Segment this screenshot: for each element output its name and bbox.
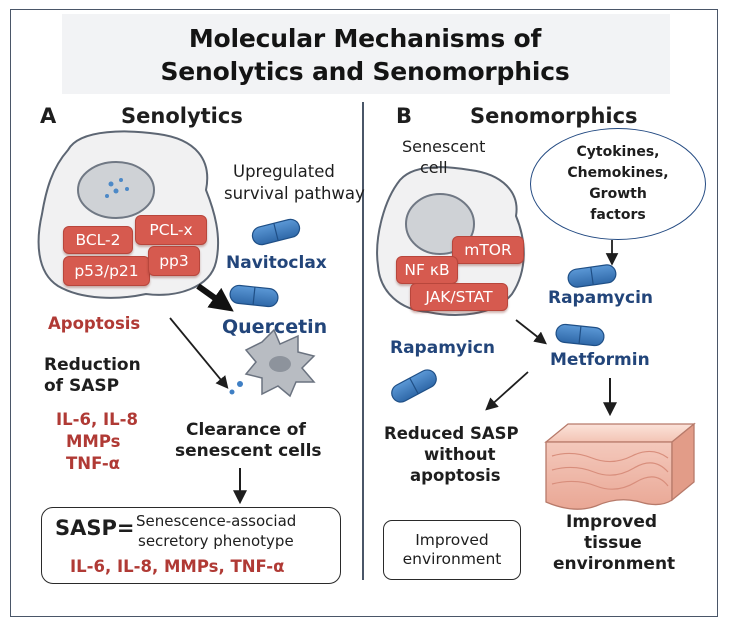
- senescent-label: Senescent: [402, 137, 486, 156]
- title-line-1: Molecular Mechanisms of: [188, 24, 542, 53]
- apoptosis-b-label: apoptosis: [410, 466, 501, 485]
- env-line1: Improved: [415, 531, 489, 549]
- drug-rapamyicn: Rapamyicn: [390, 338, 496, 358]
- arrow-cell-to-metformin: [515, 319, 547, 345]
- tissue-label-line2: tissue: [584, 533, 642, 553]
- apoptosis-label: Apoptosis: [48, 314, 141, 333]
- sasp-markers: IL-6, IL-8, MMPs, TNF-α: [70, 557, 285, 576]
- title-line-2: Senolytics and Senomorphics: [160, 57, 570, 86]
- cell-label: cell: [420, 158, 448, 177]
- panel-b-heading: Senomorphics: [470, 104, 638, 128]
- sasp-term: SASP=: [55, 516, 135, 540]
- panel-divider: [362, 102, 364, 580]
- panel-b-letter: B: [396, 104, 413, 128]
- reduced-sasp-label: Reduced SASP: [384, 424, 519, 443]
- pill-metformin: [555, 323, 605, 347]
- drug-navitoclax: Navitoclax: [226, 253, 327, 273]
- of-sasp-label: of SASP: [44, 376, 120, 396]
- marker-mmps: MMPs: [66, 432, 121, 451]
- improved-environment-box: Improved environment: [383, 520, 521, 580]
- pill-rapamyicn: [391, 369, 437, 403]
- panel-a-heading: Senolytics: [121, 104, 243, 128]
- reduction-label: Reduction: [44, 355, 141, 375]
- cytokines-ellipse: Cytokines, Chemokines, Growth factors: [530, 128, 706, 240]
- upregulated-label: Upregulated: [233, 162, 335, 181]
- protein-bcl2: BCL-2: [63, 226, 133, 254]
- protein-jak-stat: JAK/STAT: [410, 283, 508, 311]
- cytokines-line2: Chemokines,: [567, 165, 669, 181]
- protein-pclx: PCL-x: [135, 215, 207, 245]
- drug-rapamycin: Rapamycin: [548, 288, 654, 308]
- arrow-apoptosis-to-clearance: [169, 317, 229, 389]
- clearance-label: Clearance of: [186, 420, 306, 440]
- protein-pp3: pp3: [148, 246, 200, 276]
- drug-quercetin: Quercetin: [222, 316, 328, 338]
- protein-p53-p21: p53/p21: [63, 256, 150, 286]
- env-line2: environment: [402, 550, 502, 568]
- survival-pathway-label: survival pathway: [224, 184, 365, 203]
- pill-navitoclax: [251, 218, 301, 246]
- senescent-cells-label: senescent cells: [175, 441, 322, 461]
- cytokines-line1: Cytokines,: [576, 144, 660, 160]
- title-band: [62, 14, 670, 94]
- sasp-definition-line2: secretory phenotype: [138, 532, 294, 550]
- tissue-label-line1: Improved: [566, 512, 658, 532]
- arrow-metformin-to-reduced-sasp: [485, 371, 529, 411]
- sasp-definition-box: [41, 507, 341, 584]
- drug-metformin: Metformin: [550, 350, 650, 370]
- pill-rapamycin: [567, 264, 617, 288]
- sasp-definition-line1: Senescence-associad: [136, 512, 297, 530]
- panel-a-letter: A: [40, 104, 57, 128]
- protein-nfkb: NF κB: [396, 256, 458, 284]
- tissue-block: [544, 422, 696, 510]
- tissue-label-line3: environment: [553, 554, 676, 574]
- arrow-survival-to-quercetin: [196, 283, 234, 312]
- marker-il6-il8: IL-6, IL-8: [56, 410, 138, 429]
- marker-tnf: TNF-α: [66, 454, 121, 473]
- cytokines-line3: Growth: [589, 186, 647, 202]
- cytokines-line4: factors: [590, 207, 646, 223]
- pill-quercetin: [229, 284, 279, 308]
- without-label: without: [424, 445, 496, 464]
- protein-mtor: mTOR: [452, 236, 524, 264]
